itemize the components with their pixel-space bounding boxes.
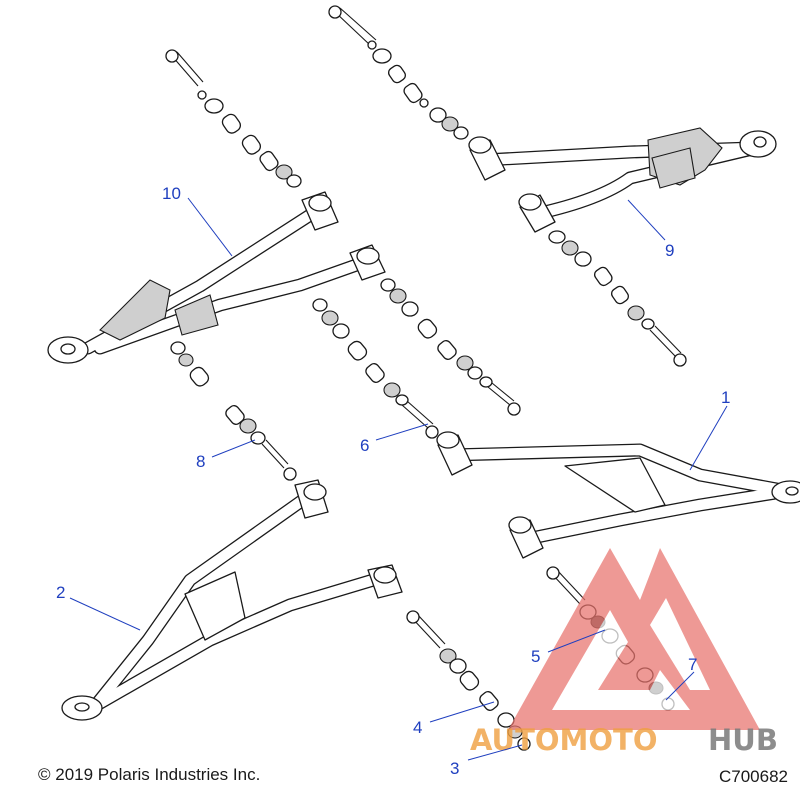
callout-1: 1 [721,388,730,407]
leader-9 [627,199,666,241]
leader-8 [211,439,256,458]
leader-lines [69,197,728,761]
leader-6 [375,423,429,441]
leader-3 [467,744,523,761]
callout-3: 3 [450,759,459,778]
callout-6: 6 [360,436,369,455]
automotohub-logo-icon [508,548,760,730]
a-arm-part-2 [61,479,403,721]
hardware-stack-middle [312,278,521,439]
leader-10 [187,197,233,257]
callout-4: 4 [413,718,422,737]
callout-10: 10 [162,184,181,203]
hardware-stack-upper-left [165,49,302,188]
leader-1 [689,405,728,471]
copyright-notice: © 2019 Polaris Industries Inc. [38,765,261,784]
callout-7: 7 [688,655,697,674]
hardware-stack-upper-right [328,5,687,367]
callout-9: 9 [665,241,674,260]
callout-2: 2 [56,583,65,602]
callout-8: 8 [196,452,205,471]
leader-5 [547,629,606,653]
callout-labels: 1 2 3 4 5 6 7 8 9 10 [56,184,730,778]
a-arm-part-9 [468,127,777,233]
drawing-code: C700682 [718,767,788,786]
watermark-text-automoto: AUTOMOTO [470,723,657,757]
leader-7 [665,671,695,701]
callout-5: 5 [531,647,540,666]
a-arm-part-1 [436,431,800,559]
hardware-stack-left-middle [170,341,297,481]
leader-4 [429,701,495,723]
a-arm-part-10 [47,191,386,364]
watermark-text-hub: HUB [708,723,778,757]
leader-2 [69,597,141,631]
